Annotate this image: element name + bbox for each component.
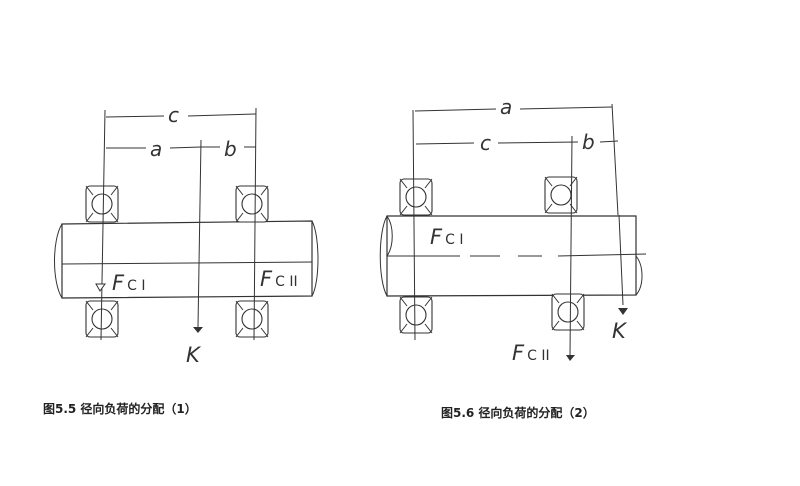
dim-label-a: a — [150, 137, 162, 161]
dimension2-line-cb — [415, 140, 619, 145]
extension2-left — [412, 109, 416, 341]
figure-1-caption: 图5.5 径向负荷的分配（1） — [43, 402, 197, 416]
load-label-k: K — [186, 343, 202, 367]
bearing-left-top — [85, 185, 119, 223]
bearing-right-top — [235, 185, 269, 223]
bearing2-mid-top — [544, 176, 578, 214]
dim2-label-c: c — [480, 131, 491, 155]
load-arrow-k2 — [618, 308, 628, 315]
dim2-label-b: b — [582, 130, 595, 154]
bearing-right-bottom — [235, 300, 269, 338]
load-line-fc2 — [569, 135, 573, 357]
dim-label-b: b — [224, 137, 237, 161]
shaft-1 — [54, 220, 319, 299]
dim2-label-a: a — [500, 95, 512, 119]
extension-line-left — [100, 109, 106, 341]
load-arrow-k — [193, 327, 203, 333]
bearing2-left-bottom — [399, 296, 433, 334]
extension2-right — [611, 103, 619, 216]
figure-2-caption: 图5.6 径向负荷的分配（2） — [441, 406, 595, 420]
dim-label-c: c — [168, 103, 179, 127]
dimension-line-c — [105, 113, 257, 118]
dimension2-line-a — [414, 106, 613, 112]
bearing2-mid-bottom — [551, 293, 585, 331]
shaft-2 — [379, 215, 647, 297]
force-arrow-fc2 — [566, 355, 575, 361]
force-arrow-fc1 — [95, 283, 106, 292]
load-line-k2 — [618, 214, 624, 306]
load-line-k — [197, 139, 202, 328]
bearing2-left-top — [399, 178, 433, 216]
load2-label-k: K — [612, 319, 628, 343]
dimension-line-ab — [106, 146, 256, 149]
